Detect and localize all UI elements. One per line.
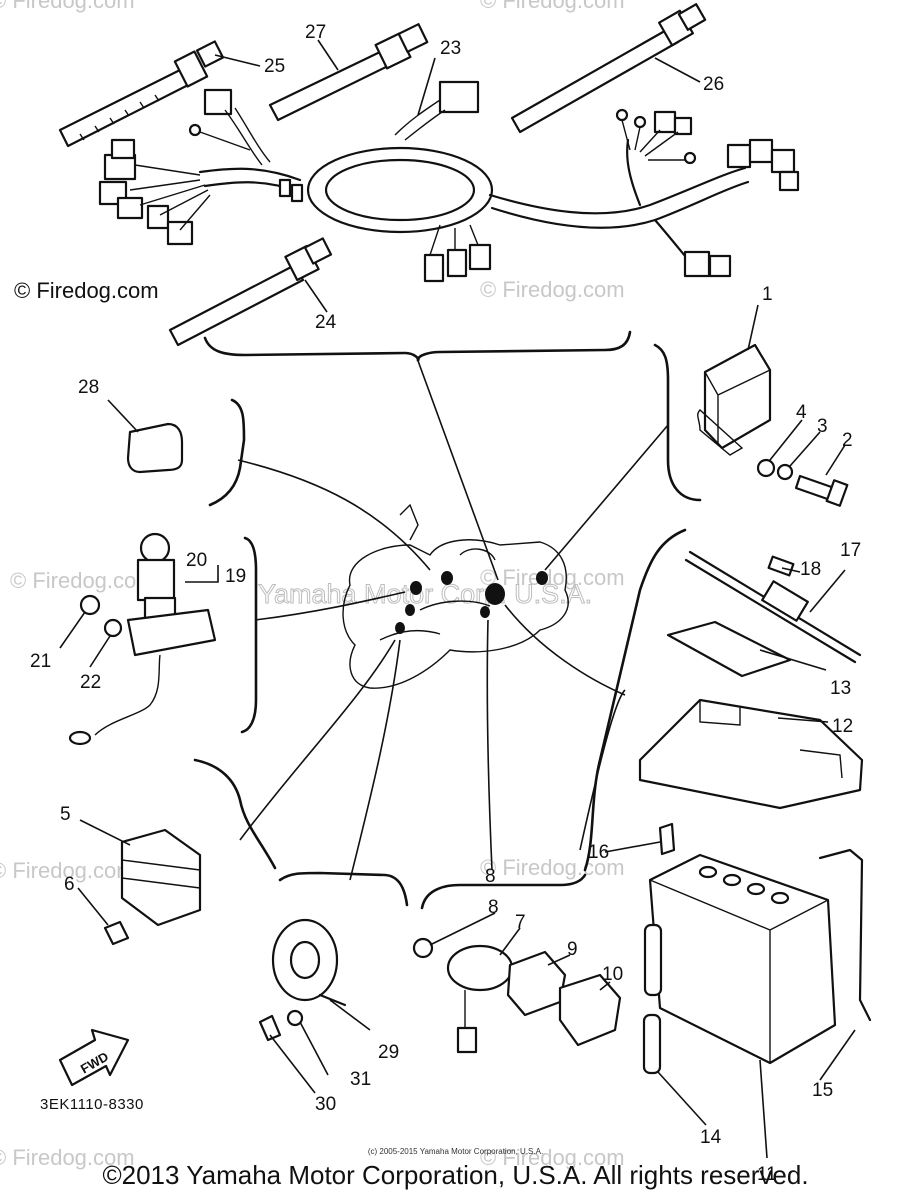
rectifier	[120, 828, 202, 927]
bolt-6	[103, 920, 130, 946]
screw-21	[79, 594, 101, 616]
small-copyright: (c) 2005-2015 Yamaha Motor Corporation, …	[367, 1147, 544, 1156]
callout-8-top: 8	[485, 866, 496, 887]
watermark-bottom-center: © Firedog.com	[480, 1145, 625, 1170]
callout-20: 20	[186, 550, 207, 571]
relay-10	[558, 973, 622, 1047]
bracket-1	[653, 343, 702, 502]
connector-lines	[237, 357, 669, 881]
callout-28: 28	[78, 377, 99, 398]
callout-19: 19	[225, 566, 246, 587]
clamp-16	[658, 822, 676, 856]
cdi-bolt	[756, 458, 849, 507]
battery-cover	[638, 698, 864, 810]
bracket-8	[420, 873, 587, 910]
callout-16: 16	[588, 842, 609, 863]
callout-12: 12	[832, 716, 853, 737]
watermark-top-left: © Firedog.com	[0, 0, 135, 13]
cover	[126, 422, 184, 474]
bracket-5	[193, 758, 277, 870]
callout-1: 1	[762, 284, 773, 305]
callout-31: 31	[350, 1069, 371, 1090]
bolt-30	[258, 1014, 282, 1042]
callout-7: 7	[515, 912, 526, 933]
callout-21: 21	[30, 651, 51, 672]
washer-8	[412, 937, 434, 959]
watermark-low-left: © Firedog.com	[0, 858, 135, 883]
band-27	[268, 23, 429, 122]
washer-22	[103, 618, 123, 638]
bracket-29	[278, 871, 409, 907]
callout-17: 17	[840, 540, 861, 561]
main-switch	[68, 532, 217, 746]
harness-bracket	[203, 330, 632, 362]
copyright-notice: ©2013 Yamaha Motor Corporation, U.S.A. A…	[102, 1160, 809, 1190]
callout-14: 14	[700, 1127, 722, 1148]
bracket-28	[208, 398, 246, 507]
watermarks: © Firedog.com © Firedog.com © Firedog.co…	[0, 0, 625, 1170]
callout-5: 5	[60, 804, 71, 825]
horn	[271, 918, 347, 1007]
washer-31	[286, 1009, 304, 1027]
fuse-holder	[684, 550, 862, 664]
watermark-firedog-label: © Firedog.com	[14, 278, 159, 303]
breather-tube	[642, 923, 663, 1075]
bracket-19	[240, 536, 258, 734]
frame-outline	[342, 503, 569, 689]
starter-relay	[446, 944, 514, 1054]
watermark-low-center: © Firedog.com	[480, 855, 625, 880]
callout-4: 4	[796, 402, 807, 423]
watermark-mid-center: © Firedog.com	[480, 565, 625, 590]
cdi-unit	[697, 343, 772, 456]
watermark-mid-left: © Firedog.com	[10, 568, 155, 593]
callout-8: 8	[488, 897, 499, 918]
callout-25: 25	[264, 56, 285, 77]
callout-27: 27	[305, 22, 326, 43]
band-25	[58, 40, 225, 148]
callout-30: 30	[315, 1094, 336, 1115]
callout-13: 13	[830, 678, 851, 699]
callout-9: 9	[567, 939, 578, 960]
callout-23: 23	[440, 38, 461, 59]
callout-29: 29	[378, 1042, 399, 1063]
callout-6: 6	[64, 874, 75, 895]
center-watermark: Yamaha Motor Corp. U.S.A.	[258, 579, 592, 609]
callout-26: 26	[703, 74, 724, 95]
diagram-code: 3EK1110-8330	[40, 1096, 144, 1113]
callout-22: 22	[80, 672, 101, 693]
callout-24: 24	[315, 312, 337, 333]
callout-11: 11	[757, 1164, 777, 1185]
band-26	[510, 3, 707, 134]
watermark-left: © Firedog.com	[480, 277, 625, 302]
callout-labels: 1 2 3 4 5 6 7 8 8 9 10 11 12 13 14 15 16…	[30, 22, 861, 1185]
callout-leaders	[59, 39, 856, 1159]
watermark-bottom-left: © Firedog.com	[0, 1145, 135, 1170]
callout-2: 2	[842, 430, 853, 451]
watermark-top-right: © Firedog.com	[480, 0, 625, 13]
battery-lead	[818, 848, 872, 1022]
battery-pad	[666, 620, 792, 678]
callout-10: 10	[602, 964, 623, 985]
callout-3: 3	[817, 416, 828, 437]
callout-18: 18	[800, 559, 821, 580]
callout-15: 15	[812, 1080, 833, 1101]
battery	[648, 853, 837, 1065]
fwd-arrow-icon: FWD	[58, 1028, 130, 1087]
band-24	[168, 237, 333, 347]
bracket-battery	[583, 528, 687, 872]
wire-harness	[98, 80, 800, 283]
